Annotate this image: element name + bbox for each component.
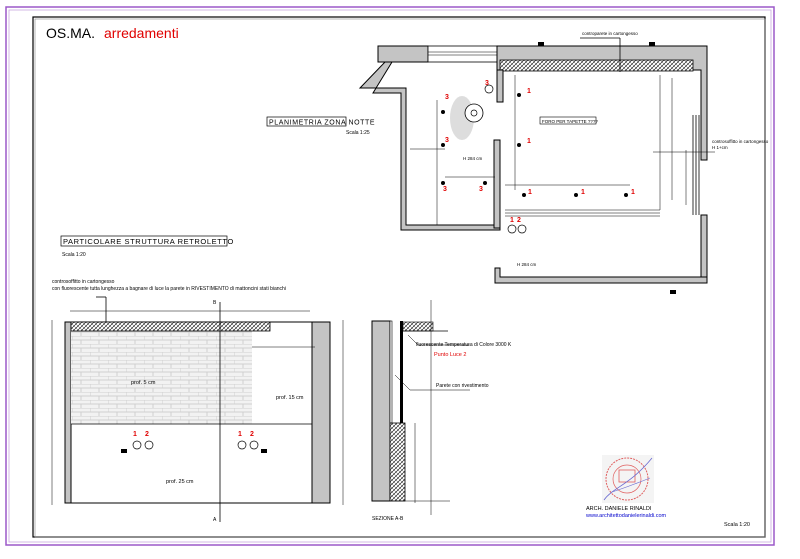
svg-text:1: 1: [581, 189, 585, 196]
svg-text:1: 1: [631, 189, 635, 196]
depth-label-25: prof. 25 cm: [166, 479, 194, 485]
brick-cladding: [71, 331, 252, 424]
floor-plan: [358, 37, 715, 294]
svg-text:1: 1: [527, 138, 531, 145]
svg-text:2: 2: [517, 217, 521, 224]
plan-scale: Scala 1:25: [346, 130, 370, 136]
svg-text:3: 3: [485, 80, 489, 87]
sheet-border-shadow: [34, 18, 766, 538]
beam-label: controparete in cartongesso: [582, 31, 638, 36]
detail-note-1: controsoffitto in cartongesso: [52, 279, 115, 285]
detail-title: PARTICOLARE STRUTTURA RETROLETTO: [63, 237, 234, 246]
light-point: [441, 93, 628, 197]
svg-text:1: 1: [133, 431, 137, 438]
svg-text:3: 3: [445, 137, 449, 144]
brand-subtitle: arredamenti: [104, 25, 179, 41]
svg-text:1: 1: [527, 88, 531, 95]
section-note-fluorescent: fluorescente Temperatura di Colore 3000 …: [416, 342, 512, 348]
svg-text:1: 1: [528, 189, 532, 196]
detail-note-2: con fluorescente tutta lunghezza a bagna…: [52, 286, 286, 292]
svg-text:1: 1: [510, 217, 514, 224]
ceiling-hatch: [70, 321, 271, 332]
svg-text:3: 3: [479, 186, 483, 193]
section-title: SEZIONE A-B: [372, 516, 404, 522]
beam-hatch: [499, 59, 694, 72]
svg-text:3: 3: [445, 94, 449, 101]
outer-frame-inner: [8, 9, 772, 543]
ceiling-height: H 1+cm: [712, 145, 728, 150]
detail-scale: Scala 1:20: [62, 252, 86, 258]
architect-stamp: [602, 455, 654, 503]
detail-symbol-labels: 1 2 1 2: [133, 431, 254, 438]
section-mark-a: A: [213, 517, 217, 523]
architect-website[interactable]: www.architettodanielerinaldi.com: [585, 513, 667, 519]
ceiling-label: controsoffitto in cartongesso: [712, 139, 769, 144]
headboard-elevation: [51, 296, 344, 522]
section-note-light-point: Punto Luce 2: [434, 352, 466, 358]
sheet-scale: Scala 1:20: [724, 522, 750, 528]
room-height-1: H 284 cm: [463, 156, 483, 161]
svg-text:1: 1: [238, 431, 242, 438]
svg-text:2: 2: [250, 431, 254, 438]
section-mark-b: B: [213, 300, 217, 306]
room-height-2: H 284 cm: [517, 262, 537, 267]
section-a-b: [371, 300, 470, 515]
window: [427, 45, 498, 63]
depth-label-5: prof. 5 cm: [131, 380, 156, 386]
svg-text:3: 3: [443, 186, 447, 193]
plan-symbol-labels: 3 3 3 3 3 1 1 1 1 1 1 2: [443, 80, 635, 224]
brand-name: OS.MA.: [46, 25, 95, 41]
niche-label: FORO PER TAPETTE ????: [542, 119, 598, 124]
outer-frame: [5, 6, 775, 546]
section-note-wall: Parete con rivestimento: [436, 383, 489, 389]
depth-label-15: prof. 15 cm: [276, 395, 304, 401]
plan-title: PLANIMETRIA ZONA NOTTE: [269, 120, 375, 127]
architect-name: ARCH. DANIELE RINALDI: [586, 506, 652, 512]
svg-text:2: 2: [145, 431, 149, 438]
